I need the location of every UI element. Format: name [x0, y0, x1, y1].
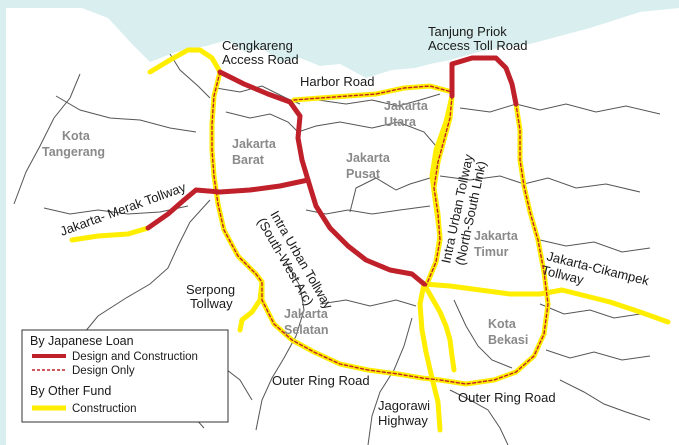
area-kota-tangerang-l2: Tangerang — [42, 145, 105, 159]
legend-japanese-loan-title: By Japanese Loan — [30, 334, 134, 348]
area-jakarta-pusat-l1: Jakarta — [346, 151, 391, 165]
label-jagorawi-l1: Jagorawi — [378, 398, 430, 413]
japanese-loan-roads — [145, 55, 519, 287]
area-jakarta-barat-l2: Barat — [232, 153, 265, 167]
area-jakarta-selatan-l2: Selatan — [284, 323, 328, 337]
label-outer-ring-east: Outer Ring Road — [458, 390, 556, 405]
area-kota-bekasi-l1: Kota — [488, 317, 517, 331]
label-tanjung-priok-l1: Tanjung Priok — [428, 24, 507, 39]
label-serpong-l1: Serpong — [186, 282, 235, 297]
label-cengkareng-l2: Access Road — [222, 52, 299, 67]
area-jakarta-selatan-l1: Jakarta — [284, 307, 329, 321]
label-harbor-road: Harbor Road — [300, 74, 374, 89]
jakarta-cikampek-tollway — [421, 281, 671, 325]
label-cengkareng-l1: Cengkareng — [222, 38, 293, 53]
label-jagorawi-l2: Highway — [378, 413, 428, 428]
label-outer-ring-west: Outer Ring Road — [272, 373, 370, 388]
area-jakarta-timur-l2: Timur — [474, 245, 509, 259]
jakarta-merak-tollway-east — [145, 177, 311, 231]
area-kota-bekasi-l2: Bekasi — [488, 333, 528, 347]
legend-construction: Construction — [72, 403, 137, 415]
area-jakarta-pusat-l2: Pusat — [346, 167, 381, 181]
area-jakarta-timur-l1: Jakarta — [474, 229, 519, 243]
legend-design-only: Design Only — [72, 365, 135, 377]
jakarta-merak-tollway-west — [69, 225, 151, 243]
label-serpong-l2: Tollway — [190, 296, 233, 311]
label-tanjung-priok-l2: Access Toll Road — [428, 38, 527, 53]
design-only-roads — [209, 69, 551, 387]
area-jakarta-barat-l1: Jakarta — [232, 137, 277, 151]
intra-urban-sw-arc — [217, 69, 427, 287]
jagorawi-highway — [417, 281, 443, 433]
legend: By Japanese Loan Design and Construction… — [21, 329, 229, 423]
area-kota-tangerang-l1: Kota — [62, 129, 91, 143]
area-labels: Kota Tangerang Jakarta Barat Jakarta Pus… — [42, 99, 528, 347]
legend-design-and-construction: Design and Construction — [72, 351, 198, 363]
tanjung-priok-access — [449, 55, 519, 107]
legend-other-fund-title: By Other Fund — [30, 384, 111, 398]
cengkareng-access-road — [147, 47, 223, 75]
intra-urban-ns-east-yellow — [421, 281, 457, 373]
area-jakarta-utara-l2: Utara — [384, 115, 417, 129]
area-jakarta-utara-l1: Jakarta — [384, 99, 429, 113]
